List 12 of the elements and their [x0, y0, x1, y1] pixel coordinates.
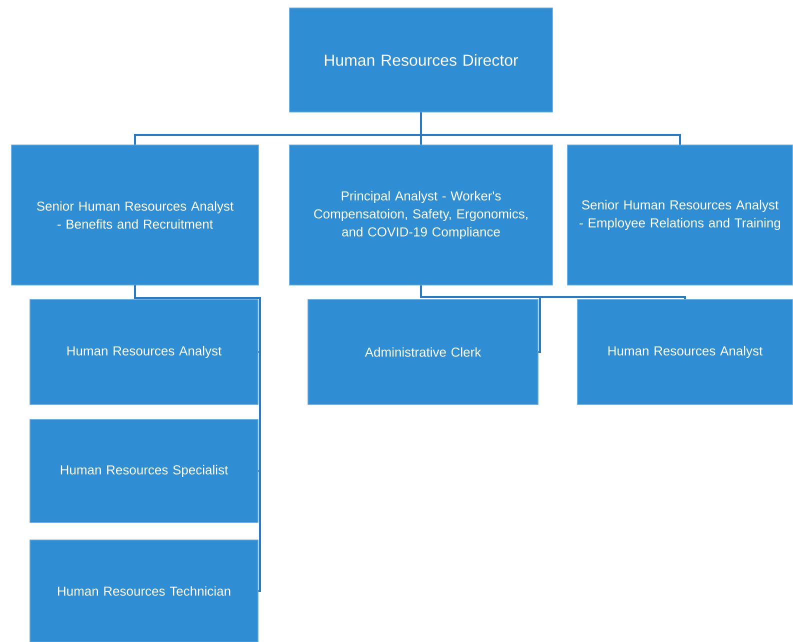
- position-box: Human Resources Specialist: [30, 419, 258, 523]
- position-box: Human Resources Analyst: [30, 299, 258, 405]
- position-box: Human Resources Technician: [30, 540, 258, 642]
- position-box: Human Resources Analyst: [577, 299, 793, 405]
- position-box: Human Resources Director: [289, 8, 553, 112]
- position-box: Administrative Clerk: [308, 299, 538, 405]
- position-box: Senior Human Resources Analyst - Benefits and Recruitment: [11, 144, 259, 286]
- connector-line: [420, 112, 681, 145]
- connector-line: [420, 285, 686, 300]
- connector-line: [134, 285, 261, 592]
- position-box: Senior Human Resources Analyst - Employee Relations and Training: [567, 144, 793, 286]
- position-box: Principal Analyst - Worker's Compensatoion, Safety, Ergonomics, and COVID-19 Compliance: [289, 144, 553, 286]
